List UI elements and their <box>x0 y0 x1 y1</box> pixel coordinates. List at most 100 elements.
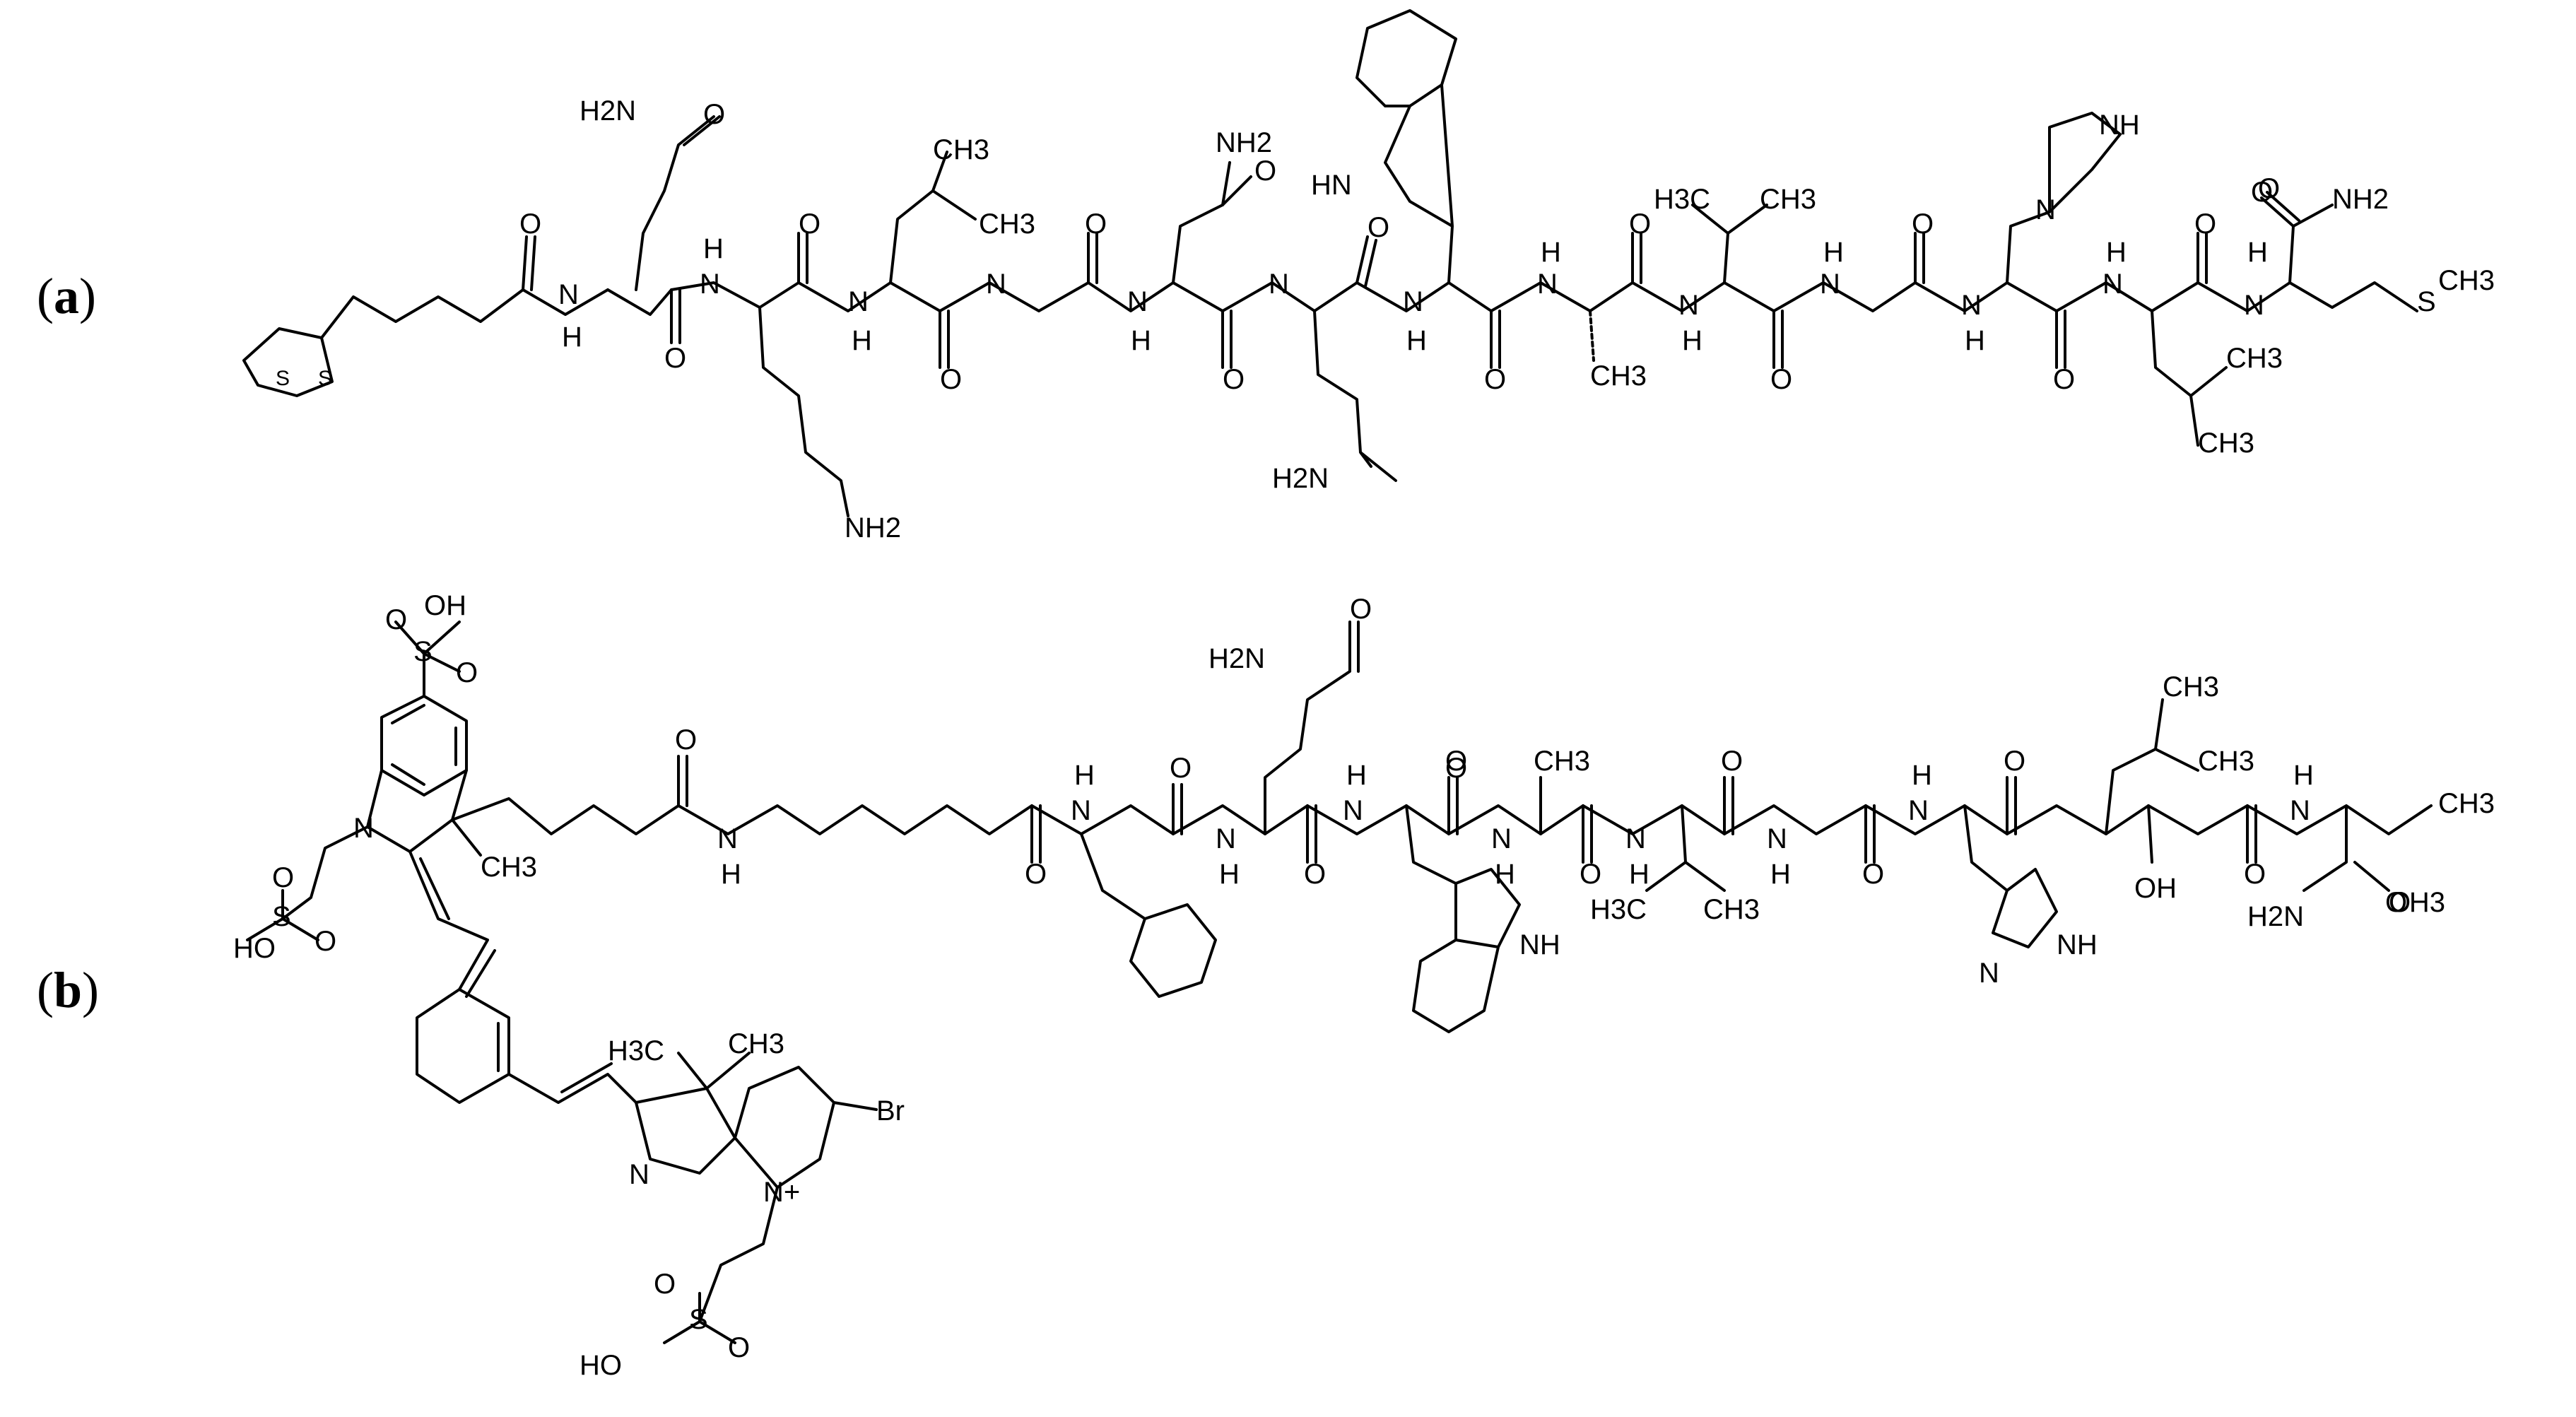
a-label-51: H <box>2106 237 2127 268</box>
b-label-26: O <box>1170 753 1192 784</box>
a-label-35: CH3 <box>1590 360 1647 392</box>
a-label-16: O <box>799 208 821 240</box>
b-label-59: N <box>2290 795 2310 826</box>
a-label-18: O <box>940 364 962 395</box>
a-label-17: N <box>986 269 1006 300</box>
b-label-62: O <box>2385 887 2407 918</box>
b-label-42: H <box>1629 859 1649 890</box>
a-label-19: NH2 <box>1216 127 1272 158</box>
structure-b-atom-labels: OH S O O N CH3 HO S O O H3C CH3 N N+ Br … <box>233 590 2495 1381</box>
b-label-34: O <box>1445 746 1467 777</box>
a-label-55: O <box>2251 177 2273 208</box>
b-label-48: O <box>1862 859 1884 890</box>
b-label-15: Br <box>876 1095 905 1127</box>
b-label-20: O <box>675 724 697 755</box>
b-label-41: N <box>1625 823 1646 854</box>
structure-a-bonds <box>242 9 2418 517</box>
a-label-53: CH3 <box>2226 343 2283 374</box>
b-label-43: O <box>1721 746 1743 777</box>
a-label-57: N <box>2244 290 2264 321</box>
a-label-23: O <box>1254 155 1276 187</box>
b-label-16: HO <box>580 1350 622 1381</box>
b-label-53: O <box>2004 746 2025 777</box>
a-label-2: O <box>703 99 725 130</box>
a-label-7: S <box>318 367 332 390</box>
b-label-21: N <box>717 823 738 854</box>
a-label-14: N <box>848 286 869 317</box>
b-label-32: H <box>1346 760 1367 791</box>
a-label-33: H <box>1541 237 1561 268</box>
b-label-22: H <box>721 859 741 890</box>
b-label-27: H2N <box>1208 643 1265 674</box>
b-label-23: O <box>1025 859 1047 890</box>
panel-b-letter: b <box>53 962 83 1018</box>
a-label-20: O <box>1085 208 1107 240</box>
a-label-28: HN <box>1311 170 1352 201</box>
a-label-52: O <box>2258 173 2280 204</box>
b-label-19: O <box>728 1332 750 1363</box>
a-label-34: O <box>1629 208 1651 240</box>
a-label-9: N <box>700 269 720 300</box>
a-label-32: N <box>1537 269 1558 300</box>
structure-b-bonds <box>246 621 2433 1344</box>
a-label-43: H <box>1823 237 1844 268</box>
b-label-7: HO <box>233 933 276 964</box>
a-label-54: CH3 <box>2198 428 2254 459</box>
b-label-36: O <box>1445 753 1467 784</box>
b-label-52: N <box>1979 958 1999 989</box>
a-label-13: CH3 <box>979 208 1035 240</box>
b-label-40: O <box>1580 859 1601 890</box>
a-label-11: NH2 <box>845 512 901 543</box>
a-label-6: S <box>276 367 290 390</box>
b-label-46: N <box>1767 823 1787 854</box>
b-label-57: O <box>2244 859 2266 890</box>
b-label-56: OH <box>2134 873 2177 904</box>
a-label-29: N <box>1403 286 1423 317</box>
a-label-56: NH2 <box>2332 184 2389 215</box>
b-label-63: CH3 <box>2438 788 2495 819</box>
b-label-64: CH3 <box>2389 887 2445 918</box>
a-label-44: NH <box>2099 110 2140 141</box>
a-label-30: H <box>1406 325 1427 356</box>
a-label-47: H <box>1965 325 1985 356</box>
b-label-29: N <box>1216 823 1236 854</box>
b-label-24: H <box>1074 760 1095 791</box>
a-label-58: H <box>2247 237 2268 268</box>
b-label-60: O <box>2389 887 2411 918</box>
b-label-61: H2N <box>2247 901 2304 932</box>
b-label-17: S <box>689 1304 708 1335</box>
b-label-55: CH3 <box>2198 746 2254 777</box>
panel-a-letter: a <box>53 268 79 324</box>
b-label-14: N+ <box>763 1177 800 1208</box>
b-label-3: O <box>385 604 407 635</box>
b-label-25: N <box>1071 795 1091 826</box>
a-label-60: CH3 <box>2438 265 2495 296</box>
b-label-33: N <box>1343 795 1363 826</box>
panel-b-label: (b) <box>37 962 100 1018</box>
b-label-1: OH <box>424 590 466 621</box>
b-label-35: NH <box>1519 929 1560 960</box>
a-label-12: CH3 <box>933 134 989 165</box>
b-label-30: H <box>1219 859 1240 890</box>
b-label-2: S <box>413 636 433 667</box>
a-label-31: O <box>1484 364 1506 395</box>
a-label-45: N <box>2035 194 2056 225</box>
b-label-11: H3C <box>608 1035 664 1066</box>
b-label-4: O <box>456 657 478 688</box>
b-label-50: N <box>1908 795 1929 826</box>
a-label-39: H <box>1682 325 1702 356</box>
structure-a-atom-labels: H2N O N H O S S H N O NH2 CH3 CH3 N H O … <box>276 95 2495 543</box>
b-label-10: O <box>314 926 336 957</box>
a-label-36: H3C <box>1654 184 1710 215</box>
b-label-58: H <box>2293 760 2314 791</box>
b-label-47: H <box>1770 859 1791 890</box>
a-label-5: O <box>519 208 541 240</box>
a-label-59: S <box>2417 286 2436 317</box>
a-label-48: O <box>2053 364 2075 395</box>
b-label-45: CH3 <box>1703 894 1760 925</box>
a-label-21: N <box>1127 286 1148 317</box>
a-label-8: H <box>703 233 724 264</box>
b-label-28: O <box>1350 594 1372 625</box>
